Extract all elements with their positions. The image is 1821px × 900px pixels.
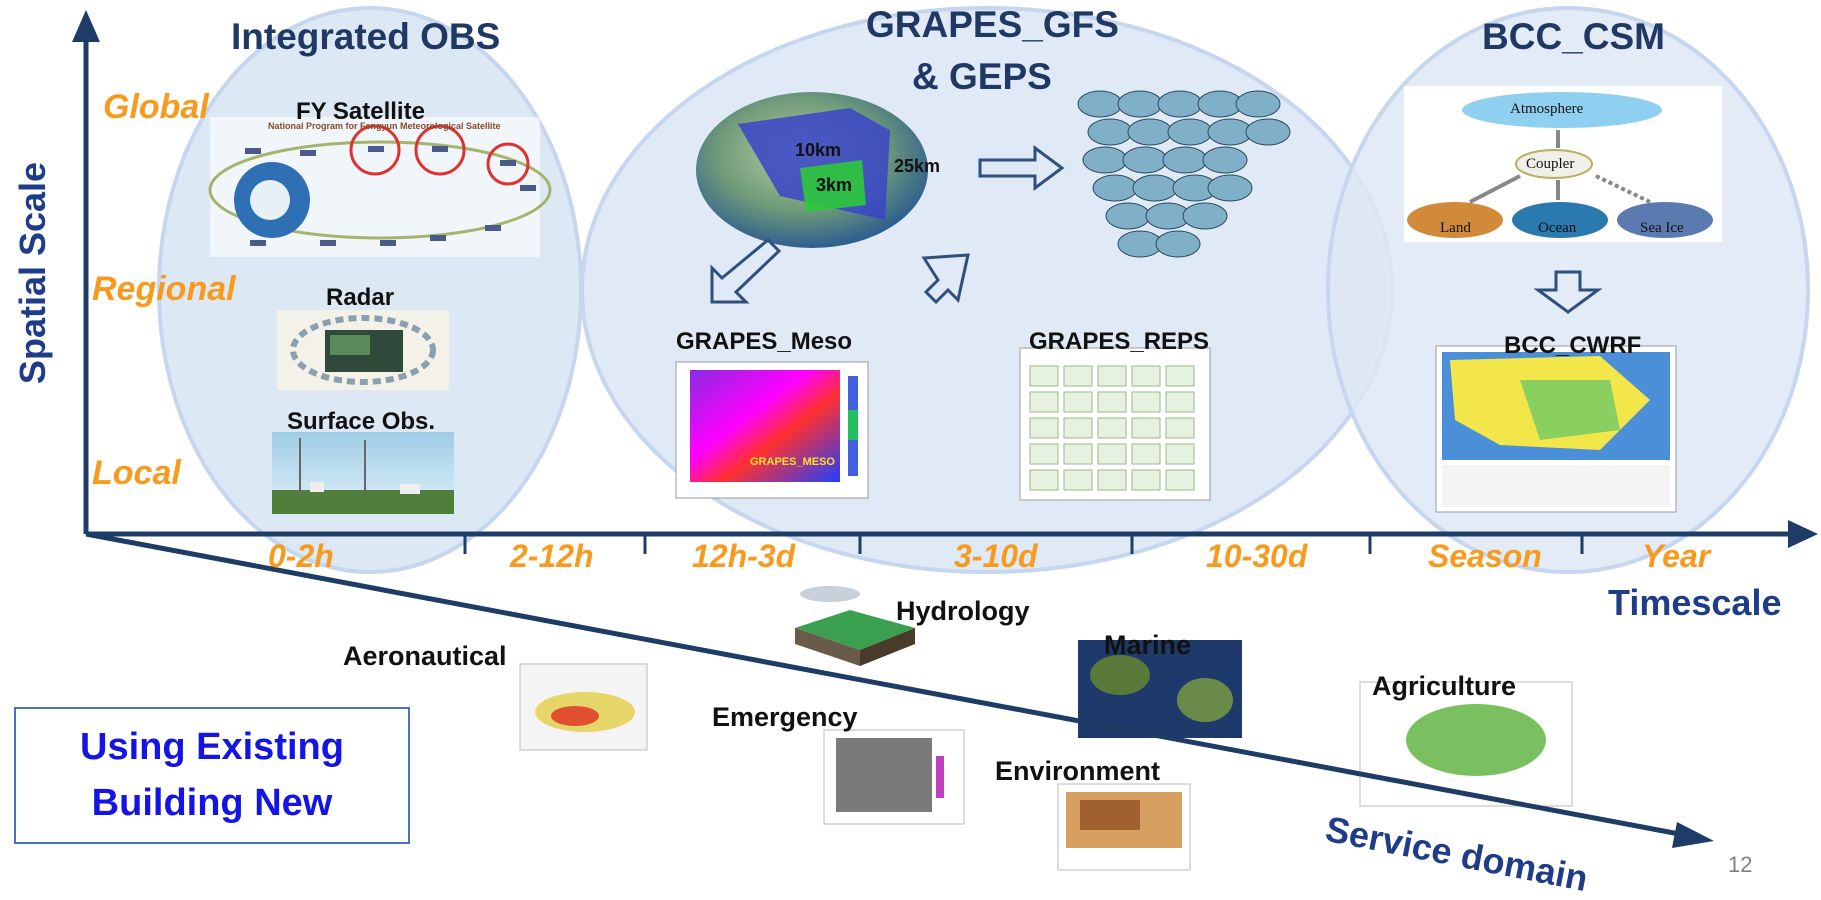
- legend-using-existing: Using Existing: [80, 726, 344, 768]
- bcc-cwrf-image: [1435, 345, 1677, 513]
- coupler-ocean-label: Ocean: [1538, 220, 1577, 236]
- hydrology-image: [795, 586, 915, 666]
- grapes-reps-label: GRAPES_REPS: [1029, 328, 1210, 355]
- coupler-sea-ice-label: Sea Ice: [1640, 220, 1684, 236]
- service-emergency-label: Emergency: [712, 702, 858, 732]
- grapes-gfs-title: GRAPES_GFS: [866, 4, 1119, 45]
- fy-banner-text: National Program for Fengyun Meteorologi…: [268, 121, 501, 131]
- timescale-tick-10-30d: 10-30d: [1206, 538, 1308, 574]
- timescale-tick-2-12h: 2-12h: [510, 538, 594, 574]
- gfs-globe-image: [696, 92, 928, 248]
- scale-label-local: Local: [92, 454, 181, 492]
- marine-image: [1078, 640, 1242, 738]
- service-hydrology-label: Hydrology: [896, 596, 1030, 626]
- service-marine-label: Marine: [1104, 630, 1192, 660]
- grapes-meso-image: [675, 361, 869, 499]
- ensemble-globes-image: [1077, 90, 1291, 258]
- bcc-csm-title: BCC_CSM: [1482, 16, 1665, 57]
- scale-label-global: Global: [103, 88, 209, 126]
- grapes-reps-image: [1019, 347, 1211, 501]
- coupler-land-label: Land: [1440, 220, 1471, 236]
- timescale-axis: [86, 520, 1818, 554]
- legend-building-new: Building New: [91, 782, 333, 824]
- spatial-scale-axis-label: Spatial Scale: [12, 161, 53, 385]
- service-environment-label: Environment: [995, 756, 1161, 786]
- radar-label: Radar: [326, 284, 395, 311]
- coupler-atmosphere-label: Atmosphere: [1510, 101, 1584, 117]
- agriculture-image: [1359, 681, 1573, 807]
- scale-label-regional: Regional: [92, 270, 236, 308]
- environment-image: [1057, 783, 1191, 871]
- radar-image: [277, 310, 449, 390]
- fy-satellite-image: [208, 117, 552, 257]
- timescale-tick-3-10d: 3-10d: [954, 538, 1038, 574]
- timescale-tick-season: Season: [1428, 538, 1542, 574]
- grapes-meso-label: GRAPES_Meso: [676, 328, 853, 355]
- arrow-down-icon: [1533, 270, 1603, 314]
- legend-box: Using Existing Building New: [14, 707, 410, 844]
- timescale-tick-12h-3d: 12h-3d: [692, 538, 796, 574]
- spatial-scale-axis: [72, 10, 100, 534]
- page-number: 12: [1728, 852, 1753, 877]
- service-domain-axis: [85, 531, 1714, 848]
- integrated-obs-title: Integrated OBS: [231, 16, 501, 57]
- globe-res-10km: 10km: [795, 140, 842, 160]
- surface-obs-label: Surface Obs.: [287, 408, 436, 435]
- surface-obs-image: [272, 432, 454, 514]
- timescale-tick-0-2h: 0-2h: [268, 538, 334, 574]
- service-aeronautical-label: Aeronautical: [343, 641, 507, 671]
- arrow-down-left-icon: [710, 237, 782, 304]
- globe-res-25km: 25km: [894, 156, 941, 176]
- globe-res-3km: 3km: [816, 175, 853, 195]
- service-agriculture-label: Agriculture: [1372, 671, 1517, 701]
- arrow-down-right-icon: [921, 253, 970, 305]
- geps-title: & GEPS: [912, 56, 1052, 97]
- coupler-diagram-image: [1404, 86, 1722, 242]
- emergency-image: [823, 729, 965, 825]
- timescale-tick-year: Year: [1642, 538, 1711, 574]
- coupler-coupler-label: Coupler: [1526, 156, 1575, 172]
- bcc-cwrf-label: BCC_CWRF: [1504, 332, 1642, 359]
- arrow-right-icon: [978, 145, 1065, 191]
- aeronautical-image: [519, 663, 648, 751]
- timescale-axis-label: Timescale: [1608, 582, 1782, 623]
- fy-satellite-label: FY Satellite: [296, 98, 425, 125]
- grapes-meso-inner-label: GRAPES_MESO: [750, 456, 835, 468]
